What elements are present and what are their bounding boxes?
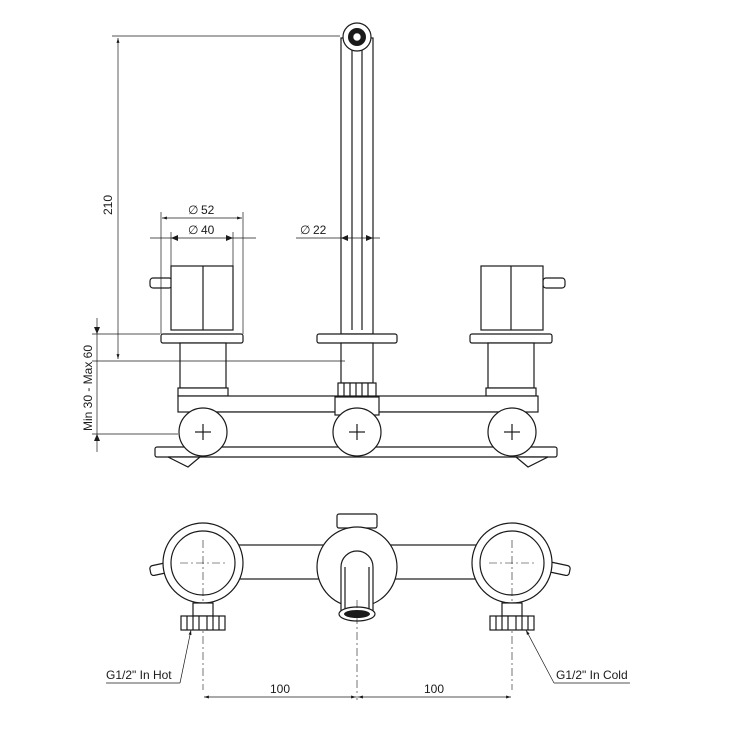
spout — [340, 22, 374, 335]
plan-spout — [316, 513, 398, 700]
hot-inlet-label: G1/2" In Hot — [106, 668, 172, 682]
knob-outer-diameter-label: 52 — [201, 203, 215, 217]
hot-inlet-callout: G1/2" In Hot — [106, 629, 192, 684]
dimension-knob-diameter: ∅ 52 ∅ 40 — [150, 203, 256, 334]
plan-left-valve — [149, 522, 244, 690]
spout-flange — [316, 333, 398, 398]
diameter-symbol-40: ∅ — [188, 223, 198, 237]
diameter-symbol-52: ∅ — [188, 203, 198, 217]
dimension-wall-depth: Min 30 - Max 60 — [81, 318, 178, 452]
dimension-spout-diameter: ∅ 22 — [296, 223, 380, 241]
knob-inner-diameter-label: 40 — [201, 223, 215, 237]
plan-right-valve — [471, 522, 571, 690]
spacing-right-label: 100 — [424, 682, 444, 696]
front-elevation-view: 210 Min 30 - Max 60 ∅ 52 ∅ 40 — [81, 22, 566, 468]
diameter-symbol-22: ∅ — [300, 223, 310, 237]
cold-inlet-label: G1/2" In Cold — [556, 668, 628, 682]
spout-diameter-label: 22 — [313, 223, 327, 237]
spout-height-label: 210 — [101, 195, 115, 215]
dimension-spacing: 100 100 — [204, 682, 511, 699]
wall-depth-label: Min 30 - Max 60 — [81, 345, 95, 431]
dimension-spout-height: 210 — [101, 35, 345, 362]
spacing-left-label: 100 — [270, 682, 290, 696]
right-valve — [469, 265, 566, 397]
plan-view: 100 100 G1/2" In Hot G1/2" In Cold — [106, 513, 630, 700]
left-valve — [149, 265, 244, 397]
cold-inlet-callout: G1/2" In Cold — [525, 629, 630, 684]
rough-in-body — [154, 395, 558, 468]
